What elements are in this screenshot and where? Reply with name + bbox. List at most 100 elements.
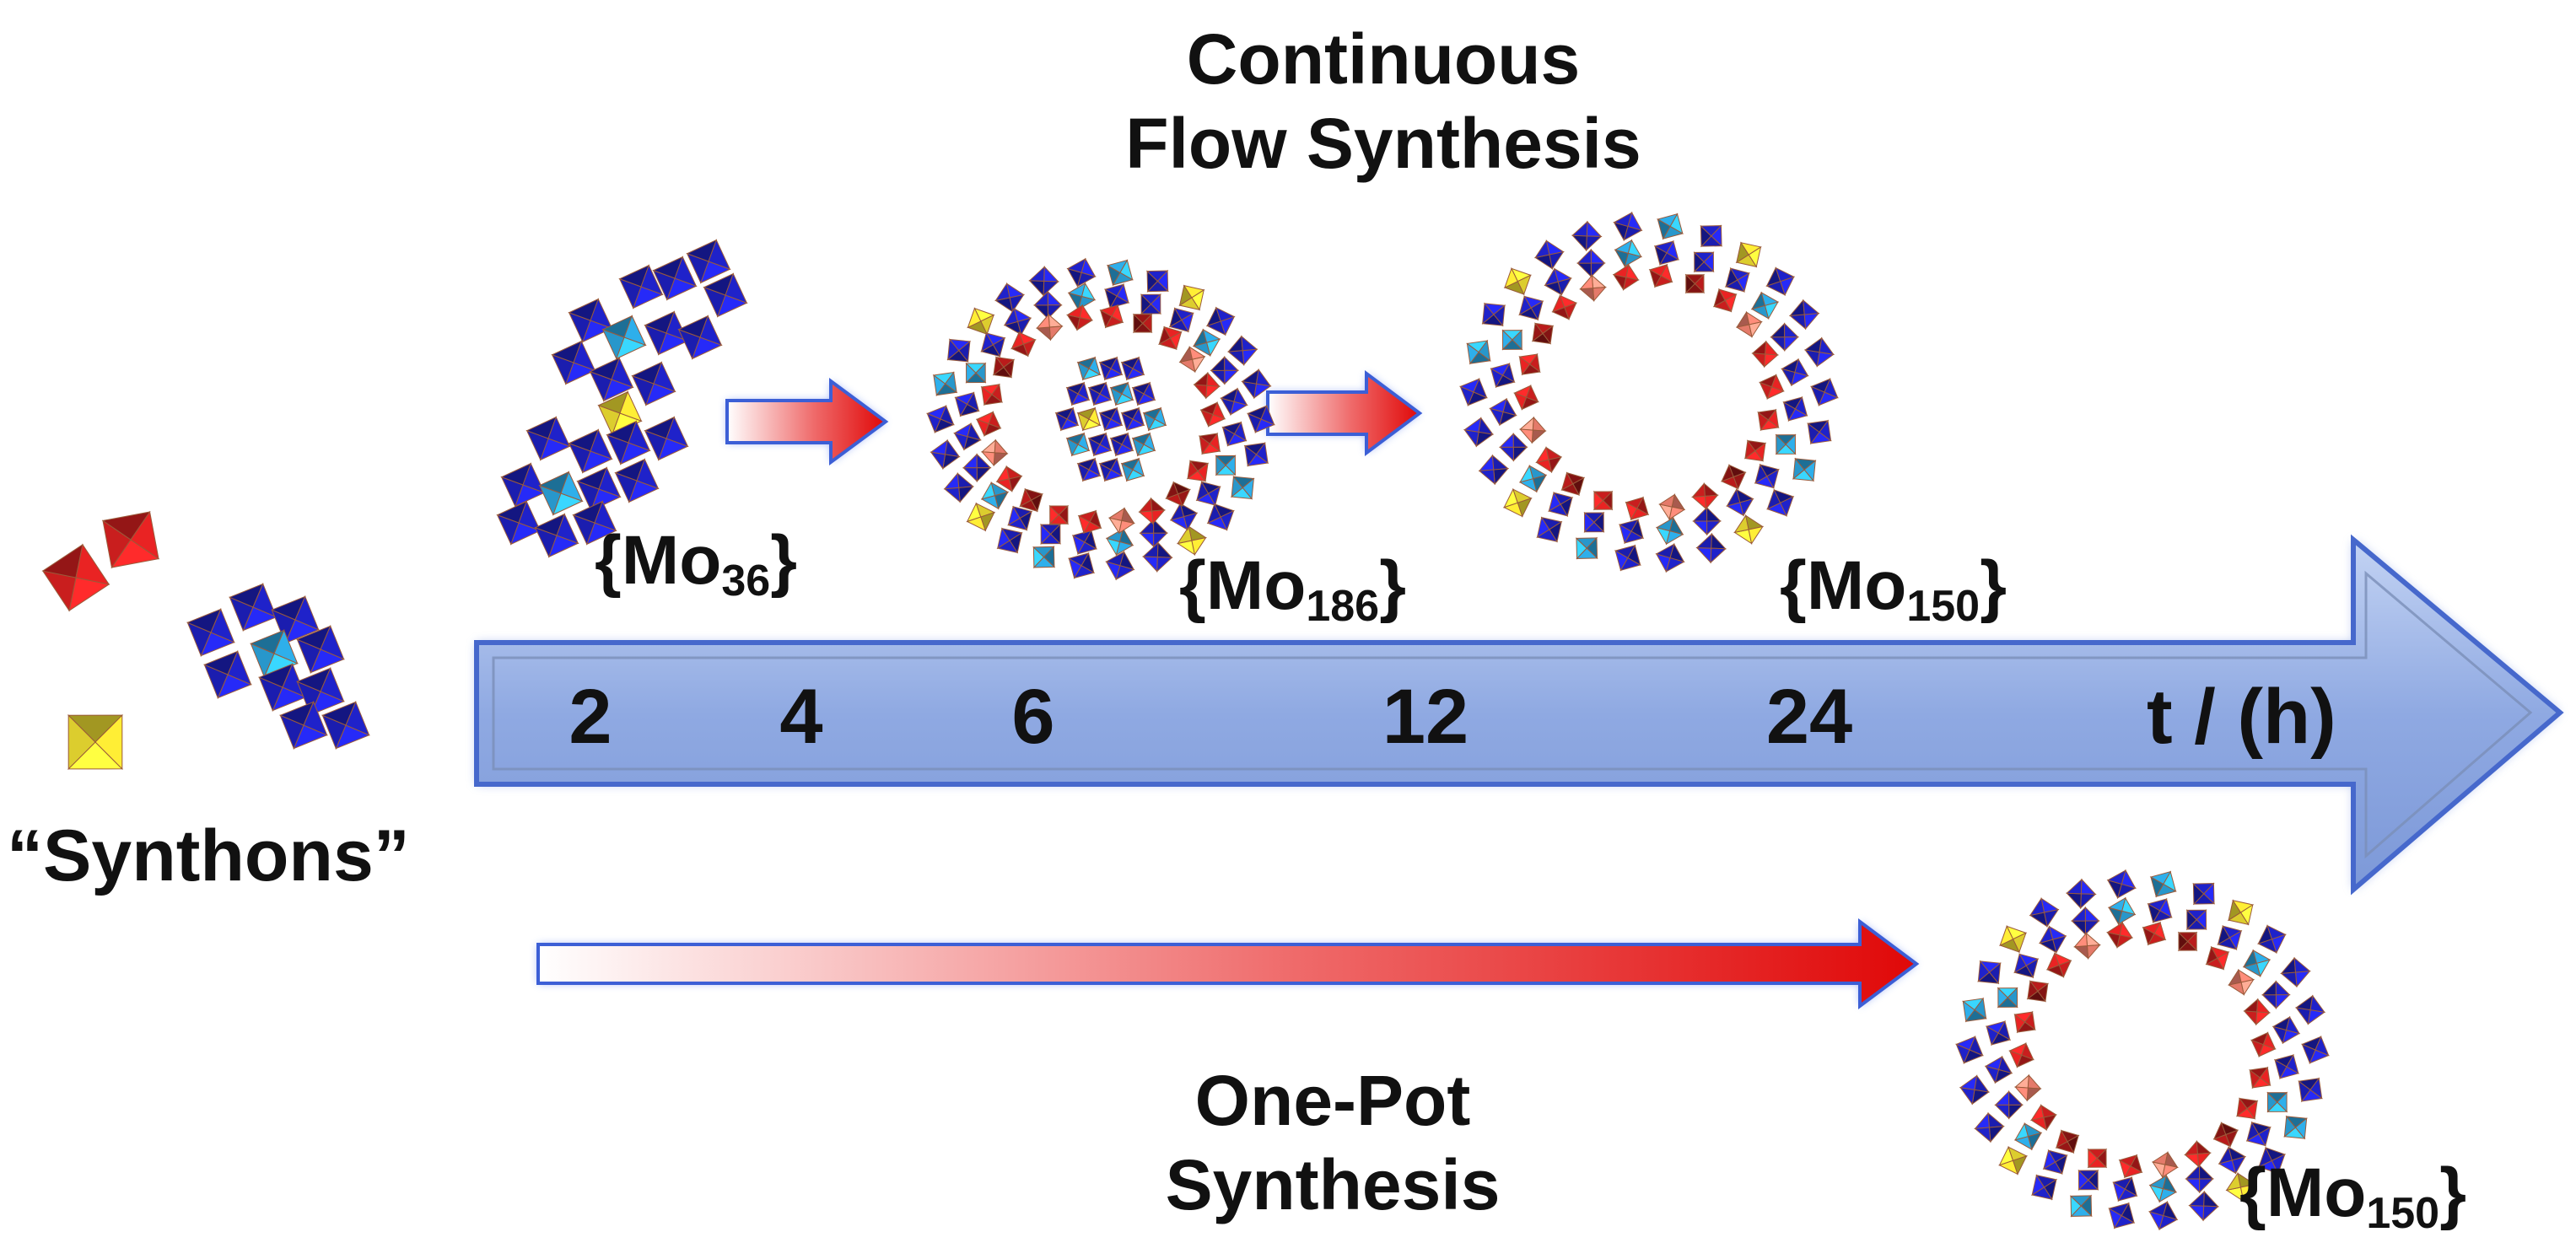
- blue-octahedron: [296, 625, 345, 674]
- wheel-polyhedron: [1977, 960, 2002, 985]
- wheel-polyhedron: [975, 411, 1002, 437]
- core-polyhedron: [1131, 381, 1156, 406]
- onepot-synthesis-title: One-Pot Synthesis: [1037, 1058, 1628, 1227]
- wheel-polyhedron: [1066, 304, 1094, 331]
- wheel-polyhedron: [2177, 931, 2198, 952]
- wheel-polyhedron: [932, 371, 958, 397]
- wheel-polyhedron: [1199, 401, 1226, 428]
- blue-octahedron: [271, 595, 320, 644]
- wheel-polyhedron: [1792, 457, 1817, 482]
- core-polyhedron: [1087, 381, 1113, 406]
- wheel-polyhedron: [1618, 518, 1645, 545]
- wheel-polyhedron: [1007, 505, 1033, 531]
- mo36-polyhedron: [703, 272, 748, 318]
- wheel-polyhedron: [2225, 1172, 2256, 1203]
- wheel-polyhedron: [1536, 516, 1563, 543]
- wheel-polyhedron: [2106, 869, 2137, 900]
- wheel-polyhedron: [994, 282, 1025, 313]
- blue-octahedron: [203, 650, 252, 699]
- wheel-polyhedron: [1998, 925, 2028, 954]
- wheel-polyhedron: [1499, 433, 1528, 462]
- wheel-polyhedron: [1648, 263, 1673, 288]
- wheel-polyhedron: [1684, 273, 1706, 294]
- wheel-polyhedron: [943, 472, 974, 503]
- wheel-polyhedron: [2301, 1036, 2330, 1064]
- wheel-polyhedron: [1501, 329, 1523, 351]
- wheel-polyhedron: [1220, 387, 1248, 416]
- wheel-polyhedron: [1551, 294, 1578, 320]
- species-label-mo186: {Mo186}: [1179, 547, 1406, 632]
- timeline-arrow: [474, 534, 2564, 896]
- wheel-polyhedron: [1503, 267, 1532, 296]
- core-polyhedron: [1076, 457, 1102, 482]
- core-polyhedron: [1076, 356, 1102, 381]
- wheel-polyhedron: [2235, 1097, 2259, 1120]
- flow-title-line-1: Continuous: [1186, 19, 1581, 99]
- wheel-polyhedron: [1169, 502, 1199, 531]
- mo36-polyhedron: [568, 428, 613, 474]
- wheel-polyhedron: [2272, 1015, 2301, 1045]
- wheel-polyhedron: [2112, 1176, 2138, 1203]
- mo36-polyhedron: [568, 298, 613, 343]
- wheel-polyhedron: [1132, 313, 1153, 334]
- wheel-polyhedron: [1206, 503, 1235, 531]
- onepot-title-line-2: Synthesis: [1165, 1145, 1501, 1224]
- wheel-polyhedron: [2188, 1190, 2219, 1222]
- wheel-polyhedron: [1775, 433, 1797, 455]
- wheel-polyhedron: [1579, 274, 1607, 302]
- wheel-polyhedron: [2205, 945, 2230, 971]
- wheel-polyhedron: [992, 356, 1016, 379]
- wheel-polyhedron: [1803, 336, 1835, 368]
- flow-title-line-2: Flow Synthesis: [1125, 104, 1641, 183]
- mo36-cluster-structure: [496, 239, 748, 558]
- wheel-polyhedron: [1513, 384, 1539, 411]
- wheel-polyhedron: [1613, 211, 1643, 242]
- wheel-polyhedron: [2066, 878, 2097, 910]
- blue-octahedron: [296, 667, 345, 716]
- mo36-polyhedron: [525, 416, 571, 461]
- wheel-polyhedron: [2148, 1174, 2178, 1203]
- wheel-polyhedron: [1955, 1036, 1984, 1064]
- wheel-polyhedron: [2055, 1129, 2080, 1154]
- mo36-polyhedron: [496, 500, 542, 546]
- wheel-polyhedron: [1106, 259, 1134, 287]
- wheel-polyhedron: [1962, 997, 1987, 1023]
- mo186-wheel-structure: [926, 257, 1275, 581]
- wheel-polyhedron: [981, 438, 1009, 467]
- wheel-polyhedron: [2026, 980, 2050, 1003]
- wheel-polyhedron: [1039, 523, 1062, 545]
- species-label-mo36: {Mo36}: [595, 522, 798, 606]
- wheel-polyhedron: [1765, 266, 1796, 297]
- wheel-polyhedron: [1614, 544, 1641, 572]
- wheel-polyhedron: [1720, 464, 1747, 490]
- wheel-polyhedron: [995, 465, 1023, 492]
- wheel-polyhedron: [1142, 541, 1173, 573]
- synthons-label: “Synthons”: [7, 815, 410, 896]
- wheel-polyhedron: [2294, 994, 2326, 1025]
- onepot-title-line-1: One-Pot: [1194, 1061, 1471, 1140]
- mo36-polyhedron: [601, 315, 647, 360]
- wheel-polyhedron: [1198, 432, 1221, 455]
- wheel-polyhedron: [980, 331, 1006, 358]
- wheel-polyhedron: [1177, 525, 1207, 556]
- wheel-polyhedron: [1782, 395, 1808, 422]
- core-polyhedron: [1087, 432, 1113, 457]
- wheel-polyhedron: [1230, 475, 1255, 500]
- time-tick-12: 12: [1382, 674, 1469, 760]
- red-arrow-onepot: [536, 918, 1920, 1009]
- wheel-polyhedron: [2078, 1169, 2099, 1191]
- wheel-polyhedron: [1733, 514, 1765, 545]
- wheel-polyhedron: [1571, 220, 1603, 252]
- yellow-tetrahedron: [67, 713, 124, 771]
- wheel-polyhedron: [1583, 511, 1605, 533]
- wheel-polyhedron: [1186, 460, 1210, 482]
- core-polyhedron: [1065, 432, 1091, 457]
- time-tick-4: 4: [779, 674, 823, 760]
- wheel-polyhedron: [2217, 924, 2243, 951]
- wheel-polyhedron: [1693, 251, 1715, 273]
- time-axis-unit: t / (h): [2147, 674, 2336, 760]
- core-polyhedron: [1098, 356, 1124, 381]
- core-polyhedron: [1065, 381, 1091, 406]
- species-label-mo150-flow: {Mo150}: [1780, 547, 2007, 632]
- mo36-polyhedron: [631, 361, 676, 406]
